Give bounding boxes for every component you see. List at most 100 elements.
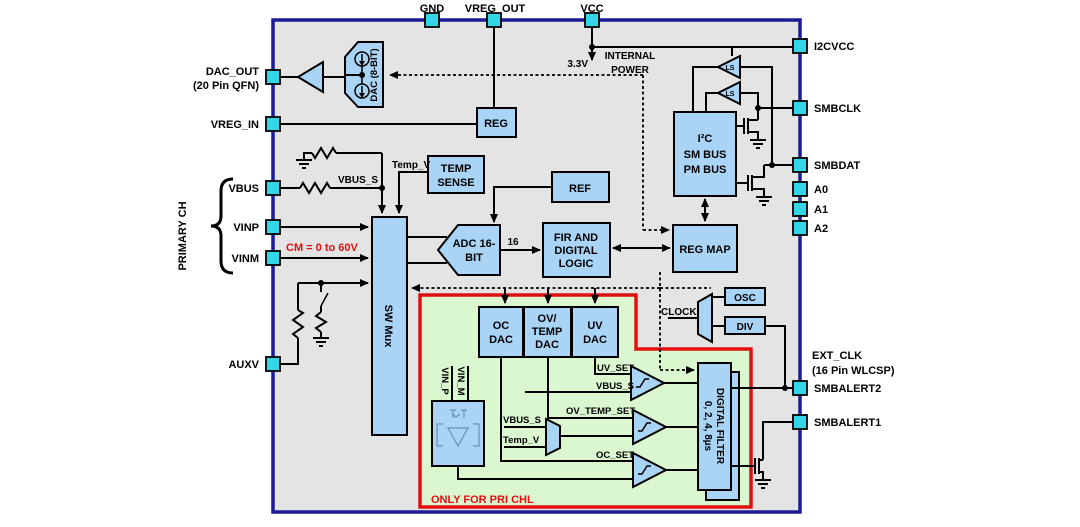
pin-vreg-in	[265, 116, 281, 132]
pin-label-smbalert2: SMBALERT2	[814, 383, 881, 395]
pin-label-vinm: VINM	[232, 253, 260, 265]
reg-map-block	[672, 224, 738, 273]
oc-dac-block	[478, 306, 524, 358]
reg-label: REG	[484, 118, 508, 130]
pin-label-ext-clk: EXT_CLK	[812, 350, 862, 362]
fir-block	[542, 222, 611, 278]
i2c-label-3: PM BUS	[684, 164, 727, 176]
pin-smbalert2	[792, 380, 808, 396]
pin-vinm	[265, 250, 281, 266]
i2c-block	[673, 111, 737, 197]
uv-dac-label-2: DAC	[583, 334, 607, 346]
labels: GND VREG_OUT VCC DAC_OUT (20 Pin QFN) VR…	[177, 3, 895, 506]
hysteresis-icon	[636, 378, 649, 388]
oc-set-label: OC_SET	[596, 450, 634, 461]
ov-temp-dac-block	[523, 306, 572, 358]
ov-temp-set-label: OV_TEMP_SET	[566, 406, 635, 417]
reg-map-label: REG MAP	[679, 244, 730, 256]
pin-vinp	[265, 219, 281, 235]
fir-label-3: LOGIC	[559, 258, 594, 270]
hysteresis-icon	[638, 422, 651, 432]
ov-dac-label-2: TEMP	[532, 326, 563, 338]
v33-label: 3.3V	[567, 59, 588, 70]
hysteresis-icon	[638, 465, 651, 475]
vbus-s-mux-label: VBUS_S	[503, 415, 541, 426]
dac-block-label: DAC (8-BIT)	[369, 48, 380, 101]
fir-label-2: DIGITAL	[554, 245, 597, 257]
pin-smbalert1	[792, 414, 808, 430]
pin-label-dac-out-pkg: (20 Pin QFN)	[193, 80, 259, 92]
ov-temp-comparator	[632, 408, 669, 446]
pin-smbdat	[792, 157, 808, 173]
sw-mux-label: SW Mux	[382, 305, 394, 349]
uv-dac-block	[571, 306, 619, 358]
clock-mux	[697, 292, 713, 344]
temp-v-label: Temp_V	[392, 160, 430, 171]
digital-filter-label-2: 0, 2, 4, 8µs	[702, 401, 713, 452]
vin-m-label: VIN_M	[455, 366, 466, 395]
pin-i2cvcc	[792, 38, 808, 54]
oc-dac-label-2: DAC	[489, 334, 513, 346]
internal-power-label-2: POWER	[611, 65, 650, 76]
pin-a0	[792, 181, 808, 197]
pin-label-ext-clk-pkg: (16 Pin WLCSP)	[812, 365, 895, 377]
vbus-s-comp-label: VBUS_S	[596, 381, 634, 392]
digital-filter-block	[697, 362, 732, 491]
pin-label-a0: A0	[814, 184, 828, 196]
pin-label-vbus: VBUS	[228, 183, 259, 195]
pin-gnd	[424, 12, 440, 28]
pin-pads	[265, 12, 808, 430]
ref-label: REF	[569, 183, 591, 195]
adc-label-2: BIT	[465, 252, 483, 264]
sw-mux-block	[371, 216, 408, 436]
pin-label-vreg-in: VREG_IN	[211, 119, 259, 131]
uv-set-label: UV_SET	[597, 363, 634, 374]
pin-label-i2cvcc: I2CVCC	[814, 41, 854, 53]
adc-bus-width-label: 16	[507, 237, 519, 248]
primary-ch-brace	[210, 177, 234, 275]
pin-label-gnd: GND	[420, 3, 445, 15]
adc-label-1: ADC 16-	[453, 238, 496, 250]
vbus-s-label: VBUS_S	[338, 175, 378, 186]
temp-sense-block	[427, 155, 485, 194]
pin-vcc	[584, 12, 600, 28]
pin-auxv	[265, 356, 281, 372]
uv-dac-label-1: UV	[587, 320, 603, 332]
pin-label-vinp: VINP	[233, 222, 259, 234]
pin-dac-out	[265, 69, 281, 85]
ls2-label: LS	[726, 91, 735, 98]
pin-a1	[792, 201, 808, 217]
i2c-label-2: SM BUS	[684, 149, 727, 161]
wires	[280, 27, 793, 489]
adc-block	[436, 224, 501, 276]
pin-vreg-out	[486, 12, 502, 28]
i2c-label-1: I²C	[698, 133, 713, 145]
pin-smbclk	[792, 100, 808, 116]
reg-block	[476, 107, 517, 138]
pin-label-dac-out: DAC_OUT	[206, 66, 259, 78]
current-sense-amp-glyph	[436, 409, 480, 448]
ls1-label: LS	[726, 65, 735, 72]
cm-range-label: CM = 0 to 60V	[286, 242, 358, 254]
div-label: DIV	[737, 322, 754, 333]
primary-ch-label: PRIMARY CH	[177, 201, 189, 270]
pin-label-smbclk: SMBCLK	[814, 103, 861, 115]
pin-label-smbdat: SMBDAT	[814, 160, 861, 172]
ov-dac-label-3: DAC	[535, 339, 559, 351]
clock-label: CLOCK	[661, 307, 697, 318]
only-pri-chl-label: ONLY FOR PRI CHL	[431, 494, 534, 506]
oc-dac-label-1: OC	[493, 320, 510, 332]
uv-comparator	[630, 364, 667, 402]
vbus-temp-mux	[545, 417, 561, 457]
osc-label: OSC	[734, 293, 756, 304]
temp-sense-label-2: SENSE	[437, 177, 474, 189]
vin-p-label: VIN_P	[439, 367, 450, 395]
fir-label-1: FIR AND	[554, 232, 598, 244]
pin-label-auxv: AUXV	[228, 359, 259, 371]
ov-dac-label-1: OV/	[538, 313, 557, 325]
temp-v-mux-label: Temp_V	[503, 435, 540, 446]
pin-a2	[792, 220, 808, 236]
pin-label-a1: A1	[814, 204, 828, 216]
